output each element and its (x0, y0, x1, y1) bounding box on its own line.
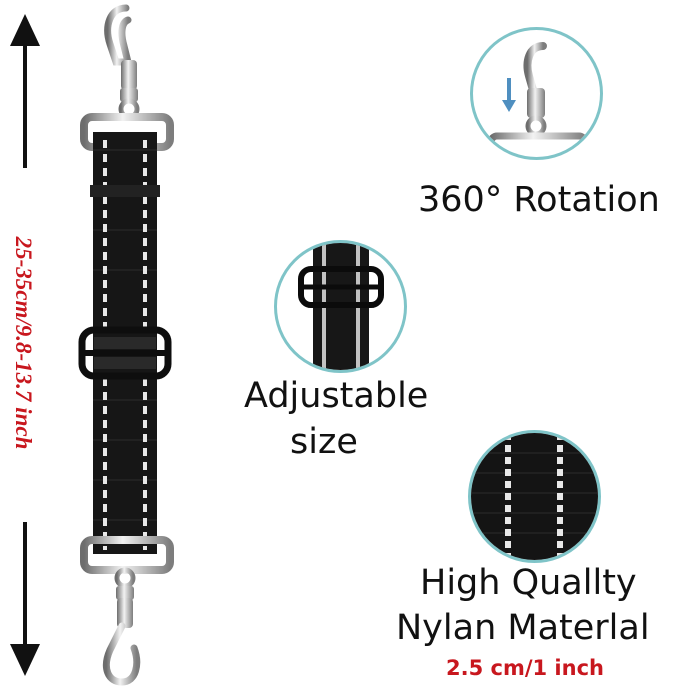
adjustable-label-line2: size (290, 422, 358, 462)
slider-buckle (78, 326, 172, 380)
adjustable-detail-circle (274, 240, 407, 373)
rotation-detail-circle (470, 27, 603, 160)
strap-product-image (78, 4, 174, 686)
bottom-snap-hook (80, 536, 174, 686)
slider-buckle-icon (298, 243, 384, 370)
material-detail-circle (468, 430, 601, 563)
nylan-webbing-icon (471, 433, 598, 560)
material-width-spec: 2.5 cm/1 inch (446, 656, 604, 680)
dimension-label: 25-35cm/9.8-13.7 inch (11, 236, 36, 450)
dimension-arrow (10, 14, 40, 676)
snap-hook-rotation-icon (487, 42, 589, 157)
top-snap-hook (80, 4, 174, 151)
rotation-label: 360° Rotation (418, 180, 660, 220)
adjustable-label-line1: Adjustable (244, 376, 429, 416)
material-label-line2: Nylan Materlal (396, 608, 650, 648)
material-label-line1: High Quallty (420, 563, 637, 603)
